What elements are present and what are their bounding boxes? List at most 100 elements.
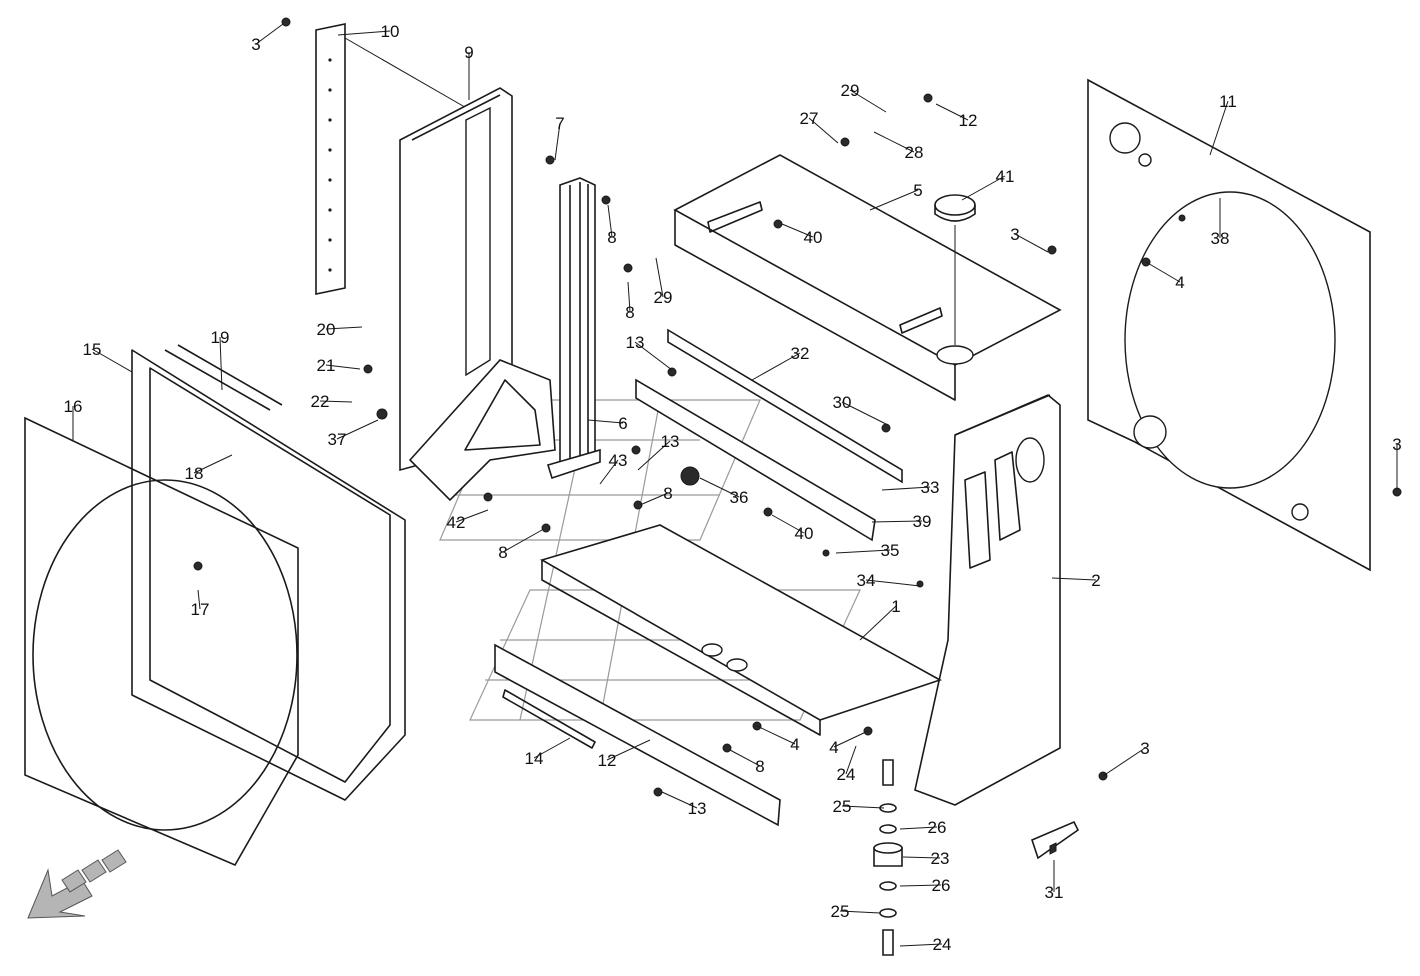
callout-label-22: 22 bbox=[311, 392, 330, 411]
callout-label-23: 23 bbox=[931, 849, 950, 868]
callout-leader-19 bbox=[219, 336, 223, 391]
callout-label-17: 17 bbox=[191, 600, 210, 619]
fasteners bbox=[193, 17, 1402, 797]
callout-leader-13 bbox=[637, 440, 671, 471]
callout-label-6: 6 bbox=[618, 414, 627, 433]
callout-label-8: 8 bbox=[625, 303, 634, 322]
callout-label-3: 3 bbox=[1392, 435, 1401, 454]
callout-leader-30 bbox=[841, 401, 887, 425]
callout-label-24: 24 bbox=[837, 765, 856, 784]
callout-label-3: 3 bbox=[1140, 739, 1149, 758]
callout-leader-40 bbox=[781, 223, 814, 238]
callout-label-13: 13 bbox=[661, 432, 680, 451]
callout-leader-11 bbox=[1209, 100, 1229, 156]
part-15-frame bbox=[131, 344, 406, 801]
part-1-base-tray bbox=[539, 524, 942, 736]
callout-leader-29 bbox=[849, 89, 887, 113]
callout-label-27: 27 bbox=[800, 109, 819, 128]
callout-label-35: 35 bbox=[881, 541, 900, 560]
callout-label-4: 4 bbox=[1175, 273, 1184, 292]
callout-leader-41 bbox=[961, 175, 1006, 201]
callout-label-31: 31 bbox=[1045, 883, 1064, 902]
callout-label-8: 8 bbox=[663, 484, 672, 503]
callout-label-26: 26 bbox=[932, 876, 951, 895]
callout-label-28: 28 bbox=[905, 143, 924, 162]
callout-leader-22 bbox=[319, 400, 353, 403]
callout-label-8: 8 bbox=[755, 757, 764, 776]
callout-leader-5 bbox=[869, 189, 919, 211]
callout-label-29: 29 bbox=[654, 288, 673, 307]
callout-label-12: 12 bbox=[959, 111, 978, 130]
callout-leader-4 bbox=[1145, 261, 1181, 283]
callout-leader-8 bbox=[627, 281, 631, 313]
callout-label-19: 19 bbox=[211, 328, 230, 347]
callout-leader-3 bbox=[1014, 233, 1049, 253]
callout-label-38: 38 bbox=[1211, 229, 1230, 248]
callout-leader-26 bbox=[899, 884, 942, 887]
callout-label-3: 3 bbox=[251, 35, 260, 54]
callout-label-42: 42 bbox=[447, 513, 466, 532]
callout-leader-28 bbox=[873, 131, 915, 153]
callout-label-20: 20 bbox=[317, 320, 336, 339]
callout-label-14: 14 bbox=[525, 749, 544, 768]
part-11-plate bbox=[1087, 78, 1371, 572]
callout-leader-15 bbox=[91, 348, 133, 373]
callout-leader-12 bbox=[935, 103, 969, 121]
callout-label-37: 37 bbox=[328, 430, 347, 449]
callout-label-15: 15 bbox=[83, 340, 102, 359]
callout-label-10: 10 bbox=[381, 22, 400, 41]
callout-label-11: 11 bbox=[1219, 92, 1237, 111]
callout-leader-4 bbox=[756, 725, 796, 745]
callout-leader-36 bbox=[699, 477, 740, 498]
callout-label-25: 25 bbox=[833, 797, 852, 816]
callout-leader-43 bbox=[599, 459, 619, 485]
callout-leader-29 bbox=[655, 257, 664, 298]
part-12-bottom-plate bbox=[494, 643, 781, 827]
callout-leader-33 bbox=[881, 486, 931, 491]
callout-leader-1 bbox=[859, 605, 897, 641]
callout-leader-24 bbox=[845, 745, 857, 775]
callout-leader-35 bbox=[835, 549, 891, 554]
callout-label-9: 9 bbox=[464, 43, 473, 62]
callout-leader-39 bbox=[871, 520, 923, 523]
callout-label-32: 32 bbox=[791, 344, 810, 363]
callout-label-7: 7 bbox=[555, 114, 564, 133]
callout-label-4: 4 bbox=[829, 738, 838, 757]
callout-leader-7 bbox=[554, 122, 561, 161]
callout-label-30: 30 bbox=[833, 393, 852, 412]
part-10-strip bbox=[315, 23, 346, 295]
callout-leader-32 bbox=[751, 352, 801, 381]
callout-leader-24 bbox=[899, 943, 943, 947]
callout-leader-8 bbox=[502, 529, 543, 553]
callout-label-33: 33 bbox=[921, 478, 940, 497]
callout-leader-13 bbox=[634, 341, 673, 371]
callout-label-5: 5 bbox=[913, 181, 922, 200]
callout-leader-17 bbox=[197, 589, 201, 610]
callout-leader-2 bbox=[1051, 577, 1097, 581]
part-6-posts bbox=[546, 177, 601, 480]
callout-label-34: 34 bbox=[857, 571, 876, 590]
callout-leader-14 bbox=[533, 737, 571, 759]
callout-leader-8 bbox=[639, 492, 669, 506]
part-5-top-cover bbox=[673, 154, 1062, 401]
callout-leader-21 bbox=[325, 364, 361, 370]
callout-label-8: 8 bbox=[498, 543, 507, 562]
callout-leader-25 bbox=[839, 910, 881, 914]
callout-label-18: 18 bbox=[185, 464, 204, 483]
callout-leader-23 bbox=[902, 856, 941, 859]
callout-leader-10 bbox=[337, 30, 391, 36]
callout-leader-25 bbox=[841, 805, 885, 809]
callout-leader-37 bbox=[336, 419, 379, 440]
callout-leader-26 bbox=[899, 826, 938, 830]
callout-label-4: 4 bbox=[790, 735, 799, 754]
callout-leader-3 bbox=[255, 23, 284, 45]
callout-label-21: 21 bbox=[317, 356, 336, 375]
callout-label-16: 16 bbox=[64, 397, 83, 416]
callout-label-36: 36 bbox=[730, 488, 749, 507]
callout-label-2: 2 bbox=[1091, 571, 1100, 590]
callout-label-26: 26 bbox=[928, 818, 947, 837]
callout-leader-4 bbox=[833, 730, 869, 748]
arrow-icon bbox=[27, 849, 127, 919]
